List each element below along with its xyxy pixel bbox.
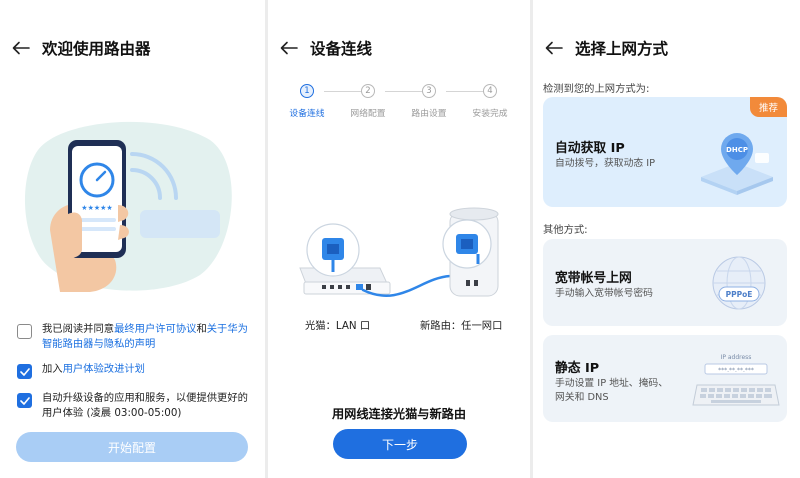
option-subtitle: 手动设置 IP 地址、掩码、网关和 DNS [555,378,668,403]
back-arrow-icon[interactable] [543,37,565,59]
ip-address-label: IP address [721,354,752,361]
step-label: 安装完成 [472,109,508,119]
header: 设备连线 [278,36,372,60]
auto-upgrade-row: 自动升级设备的应用和服务，以便提供更好的用户体验 (凌晨 03:00-05:00… [17,391,252,421]
checkmark-icon [19,367,30,376]
phone-router-illustration: ★★★★★ [24,121,232,292]
back-arrow-icon[interactable] [10,37,32,59]
dhcp-label: DHCP [726,146,748,154]
step-label: 设备连线 [289,109,325,119]
step-2: 2 网络配置 [338,84,398,119]
auto-upgrade-text: 自动升级设备的应用和服务，以便提供更好的用户体验 (凌晨 03:00-05:00… [42,392,248,419]
option-title: 宽带帐号上网 [555,271,632,286]
internet-mode-screen: 选择上网方式 检测到您的上网方式为: 推荐 自动获取 IP 自动拨号，获取动态 … [533,0,800,478]
agreement-text-and: 和 [196,323,207,335]
option-title: 自动获取 IP [555,141,625,156]
step-1: 1 设备连线 [277,84,337,119]
ux-program-checkbox[interactable] [17,364,32,379]
step-label: 路由设置 [411,109,447,119]
privacy-statement-link[interactable]: 关于华为智能路由器与隐私的声明 [42,323,248,350]
next-button[interactable]: 下一步 [333,429,467,459]
page-title: 欢迎使用路由器 [42,40,151,58]
ux-program-row: 加入用户体验改进计划 [17,362,252,379]
option-subtitle: 自动拨号，获取动态 IP [555,158,656,169]
recommended-badge: 推荐 [749,97,787,117]
pppoe-label: PPPoE [726,290,753,299]
step-number: 1 [300,84,314,98]
modem-caption: 光猫：LAN 口 [305,320,371,332]
router-caption: 新路由：任一网口 [420,320,503,332]
other-label: 其他方式: [543,224,588,236]
welcome-screen: 欢迎使用路由器 ★★★★★ 我已阅读并同意最终用户许可协议和关于华为智能路由器与… [0,0,265,478]
dhcp-option-card[interactable]: 推荐 自动获取 IP 自动拨号，获取动态 IP DHCP [543,97,787,207]
agreement-checkbox[interactable] [17,324,32,339]
rating-stars: ★★★★★ [81,204,112,212]
device-connection-screen: 设备连线 1 设备连线 2 网络配置 3 路由设置 4 安装完成 [268,0,530,478]
step-number: 2 [361,84,375,98]
step-number: 4 [483,84,497,98]
globe-icon: PPPoE [712,256,766,310]
start-config-button[interactable]: 开始配置 [16,432,248,462]
option-title: 静态 IP [555,361,600,376]
stepper: 1 设备连线 2 网络配置 3 路由设置 4 安装完成 [282,84,518,124]
cable-connection-illustration [299,207,499,297]
agreement-text: 我已阅读并同意最终用户许可协议和关于华为智能路由器与隐私的声明 [42,322,252,352]
step-label: 网络配置 [350,109,386,119]
page-title: 设备连线 [310,40,373,58]
checkmark-icon [19,396,30,405]
header: 选择上网方式 [543,36,668,60]
page-title: 选择上网方式 [575,40,669,58]
instruction-text: 用网线连接光猫与新路由 [331,407,467,421]
detected-label: 检测到您的上网方式为: [543,83,650,95]
back-arrow-icon[interactable] [278,37,300,59]
header: 欢迎使用路由器 [10,36,151,60]
step-4: 4 安装完成 [460,84,520,119]
auto-upgrade-checkbox[interactable] [17,393,32,408]
dhcp-pin-icon: DHCP [701,133,773,195]
ux-program-link[interactable]: 用户体验改进计划 [62,363,145,375]
step-connector [385,91,423,92]
agreement-row: 我已阅读并同意最终用户许可协议和关于华为智能路由器与隐私的声明 [17,322,252,352]
step-connector [324,91,362,92]
keyboard-icon: IP address ***.**.**.*** [692,354,780,406]
pppoe-option-card[interactable]: 宽带帐号上网 手动输入宽带帐号密码 PPPoE [543,239,787,326]
step-number: 3 [422,84,436,98]
static-ip-option-card[interactable]: 静态 IP 手动设置 IP 地址、掩码、网关和 DNS IP address *… [543,335,787,422]
step-3: 3 路由设置 [399,84,459,119]
ip-address-value: ***.**.**.*** [718,367,754,374]
agreement-text-prefix: 我已阅读并同意 [42,323,115,335]
ux-program-prefix: 加入 [42,363,63,375]
eula-link[interactable]: 最终用户许可协议 [114,323,197,335]
ux-program-text: 加入用户体验改进计划 [42,362,145,377]
option-subtitle: 手动输入宽带帐号密码 [555,288,653,299]
step-connector [446,91,484,92]
